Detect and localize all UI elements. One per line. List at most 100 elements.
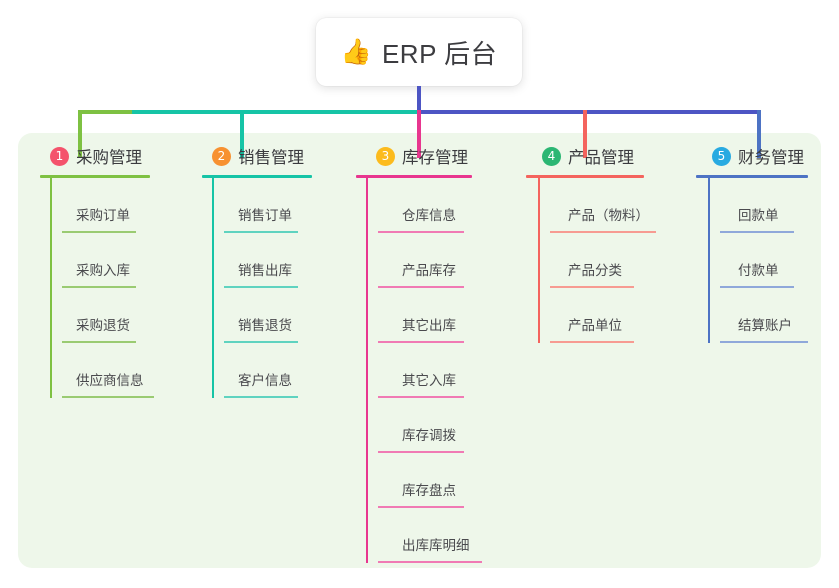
branch-title-1: 采购管理	[76, 149, 142, 167]
list-item[interactable]: 库存盘点	[376, 453, 524, 508]
branch-spine-3	[366, 178, 368, 563]
leaf-underline	[62, 396, 154, 398]
list-item[interactable]: 采购退货	[50, 288, 188, 343]
list-item[interactable]: 回款单	[712, 178, 839, 233]
bus-segment-teal	[132, 110, 419, 114]
branch-header-5[interactable]: 5 财务管理	[700, 143, 839, 169]
leaf-underline	[720, 286, 794, 288]
leaf-underline	[378, 286, 464, 288]
branch-underline-4	[526, 175, 644, 178]
leaf-label: 回款单	[738, 208, 779, 223]
branch-header-4[interactable]: 4 产品管理	[530, 143, 700, 169]
bus-segment-indigo	[417, 110, 759, 114]
leaf-underline	[378, 396, 464, 398]
branch-items-2: 销售订单 销售出库 销售退货 客户信息	[200, 178, 350, 398]
leaf-label: 采购订单	[76, 208, 130, 223]
list-item[interactable]: 产品（物料）	[542, 178, 700, 233]
list-item[interactable]: 库存调拨	[376, 398, 524, 453]
leaf-underline	[720, 231, 794, 233]
list-item[interactable]: 供应商信息	[50, 343, 188, 398]
branch-column-3: 3 库存管理 仓库信息 产品库存 其它出库 其它入库 库存调拨	[356, 143, 524, 563]
leaf-underline	[62, 341, 136, 343]
leaf-underline	[550, 341, 634, 343]
list-item[interactable]: 结算账户	[712, 288, 839, 343]
branch-column-1: 1 采购管理 采购订单 采购入库 采购退货 供应商信息	[38, 143, 188, 398]
branch-number-badge-4: 4	[542, 146, 561, 166]
leaf-underline	[378, 561, 482, 563]
leaf-underline	[224, 231, 298, 233]
branch-leg-5	[757, 110, 761, 158]
branch-title-3: 库存管理	[402, 149, 468, 167]
branch-header-1[interactable]: 1 采购管理	[38, 143, 188, 169]
branch-items-1: 采购订单 采购入库 采购退货 供应商信息	[38, 178, 188, 398]
branch-column-4: 4 产品管理 产品（物料） 产品分类 产品单位	[526, 143, 700, 343]
leaf-label: 付款单	[738, 263, 779, 278]
list-item[interactable]: 产品分类	[542, 233, 700, 288]
leaf-underline	[550, 231, 656, 233]
branch-number-badge-1: 1	[50, 146, 69, 166]
root-node-card[interactable]: 👍 ERP 后台	[316, 18, 522, 86]
leaf-underline	[378, 506, 464, 508]
leaf-label: 其它入库	[402, 373, 456, 388]
branch-items-4: 产品（物料） 产品分类 产品单位	[530, 178, 700, 343]
list-item[interactable]: 销售退货	[212, 288, 350, 343]
leaf-label: 结算账户	[738, 318, 792, 333]
leaf-underline	[224, 396, 298, 398]
branch-spine-5	[708, 178, 710, 343]
list-item[interactable]: 出库库明细	[376, 508, 524, 563]
leaf-underline	[62, 231, 136, 233]
branch-leg-3	[417, 110, 421, 158]
root-stem-connector	[417, 86, 421, 114]
leaf-label: 供应商信息	[76, 373, 144, 388]
branch-header-3[interactable]: 3 库存管理	[364, 143, 524, 169]
branch-title-2: 销售管理	[238, 149, 304, 167]
leaf-underline	[378, 341, 464, 343]
list-item[interactable]: 采购入库	[50, 233, 188, 288]
branch-panel-background	[18, 133, 821, 568]
branch-underline-3	[356, 175, 472, 178]
branch-underline-2	[202, 175, 312, 178]
list-item[interactable]: 付款单	[712, 233, 839, 288]
branch-underline-5	[696, 175, 808, 178]
leaf-label: 库存盘点	[402, 483, 456, 498]
leaf-label: 库存调拨	[402, 428, 456, 443]
branch-spine-1	[50, 178, 52, 398]
branch-header-2[interactable]: 2 销售管理	[200, 143, 350, 169]
leaf-underline	[550, 286, 634, 288]
branch-leg-1	[78, 110, 82, 158]
branch-underline-1	[40, 175, 150, 178]
list-item[interactable]: 采购订单	[50, 178, 188, 233]
list-item[interactable]: 其它入库	[376, 343, 524, 398]
leaf-label: 采购退货	[76, 318, 130, 333]
branch-number-badge-2: 2	[212, 146, 231, 166]
branch-spine-2	[212, 178, 214, 398]
leaf-label: 产品单位	[568, 318, 622, 333]
branch-items-3: 仓库信息 产品库存 其它出库 其它入库 库存调拨 库存盘点	[364, 178, 524, 563]
leaf-label: 产品（物料）	[568, 208, 649, 223]
leaf-label: 销售退货	[238, 318, 292, 333]
branch-column-2: 2 销售管理 销售订单 销售出库 销售退货 客户信息	[200, 143, 350, 398]
branch-items-5: 回款单 付款单 结算账户	[700, 178, 839, 343]
list-item[interactable]: 其它出库	[376, 288, 524, 343]
leaf-label: 出库库明细	[402, 538, 470, 553]
list-item[interactable]: 销售订单	[212, 178, 350, 233]
leaf-label: 仓库信息	[402, 208, 456, 223]
list-item[interactable]: 产品库存	[376, 233, 524, 288]
branch-leg-4	[583, 110, 587, 158]
thumbs-up-icon: 👍	[340, 37, 372, 66]
list-item[interactable]: 销售出库	[212, 233, 350, 288]
leaf-label: 客户信息	[238, 373, 292, 388]
leaf-label: 销售订单	[238, 208, 292, 223]
list-item[interactable]: 产品单位	[542, 288, 700, 343]
branch-number-badge-5: 5	[712, 146, 731, 166]
leaf-underline	[378, 231, 464, 233]
branch-spine-4	[538, 178, 540, 343]
list-item[interactable]: 客户信息	[212, 343, 350, 398]
leaf-label: 采购入库	[76, 263, 130, 278]
leaf-label: 其它出库	[402, 318, 456, 333]
branch-number-badge-3: 3	[376, 146, 395, 166]
branch-title-4: 产品管理	[568, 149, 634, 167]
root-node-title: ERP 后台	[381, 38, 498, 69]
list-item[interactable]: 仓库信息	[376, 178, 524, 233]
